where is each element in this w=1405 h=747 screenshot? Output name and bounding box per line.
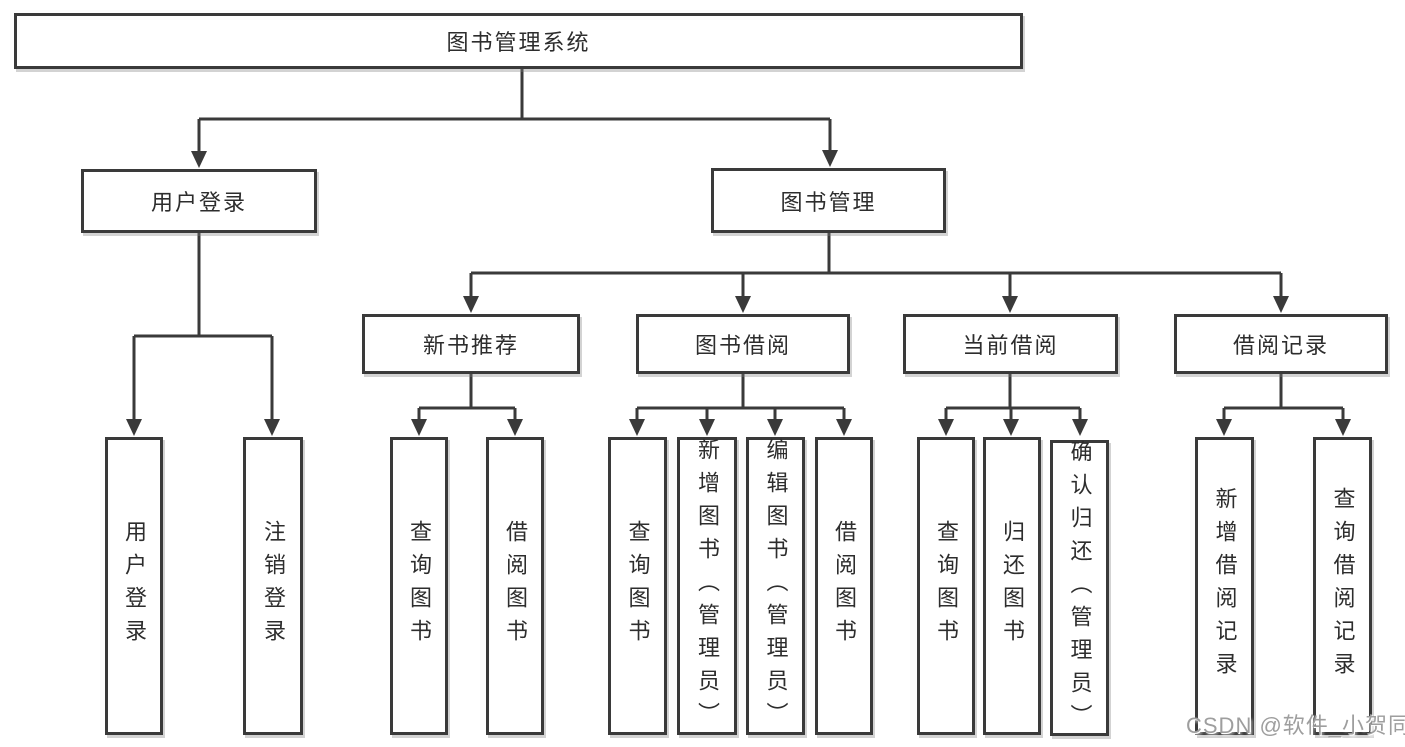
leaf-user-login: 用户登录 [105,437,163,735]
leaf-label: 借阅图书 [503,520,528,652]
leaf-label: 查询借阅记录 [1330,487,1356,685]
leaf-borrow-books-recommend: 借阅图书 [486,437,544,735]
node-root: 图书管理系统 [14,13,1023,69]
leaf-label: 注销登录 [261,520,286,652]
leaf-label: 确认归还（管理员） [1067,439,1093,737]
leaf-add-books-admin: 新增图书（管理员） [677,437,737,735]
leaf-label: 新增图书（管理员） [695,437,720,735]
node-user-login: 用户登录 [81,169,317,233]
node-borrow-records: 借阅记录 [1174,314,1388,374]
leaf-label: 新增借阅记录 [1212,487,1238,685]
leaf-label: 查询图书 [934,520,959,652]
leaf-borrow-books: 借阅图书 [815,437,873,735]
leaf-query-borrow-record: 查询借阅记录 [1313,437,1372,735]
leaf-query-books-recommend: 查询图书 [390,437,448,735]
node-current-borrow: 当前借阅 [903,314,1118,374]
leaf-query-books-borrow: 查询图书 [608,437,667,735]
leaf-logout: 注销登录 [243,437,303,735]
leaf-add-borrow-record: 新增借阅记录 [1195,437,1254,735]
leaf-label: 用户登录 [122,520,147,652]
leaf-label: 编辑图书（管理员） [763,437,789,735]
leaf-return-books: 归还图书 [983,437,1041,735]
leaf-label: 查询图书 [407,520,432,652]
node-book-borrow: 图书借阅 [636,314,850,374]
csdn-watermark: CSDN @软件_小贺同学 [1186,713,1405,738]
leaf-confirm-return-admin: 确认归还（管理员） [1050,439,1109,737]
leaf-label: 归还图书 [1000,520,1025,652]
node-new-book-recommend: 新书推荐 [362,314,580,374]
node-book-management: 图书管理 [711,168,946,233]
leaf-query-books-current: 查询图书 [917,437,975,735]
leaf-label: 借阅图书 [832,520,857,652]
leaf-label: 查询图书 [625,520,651,652]
leaf-edit-books-admin: 编辑图书（管理员） [746,437,805,735]
